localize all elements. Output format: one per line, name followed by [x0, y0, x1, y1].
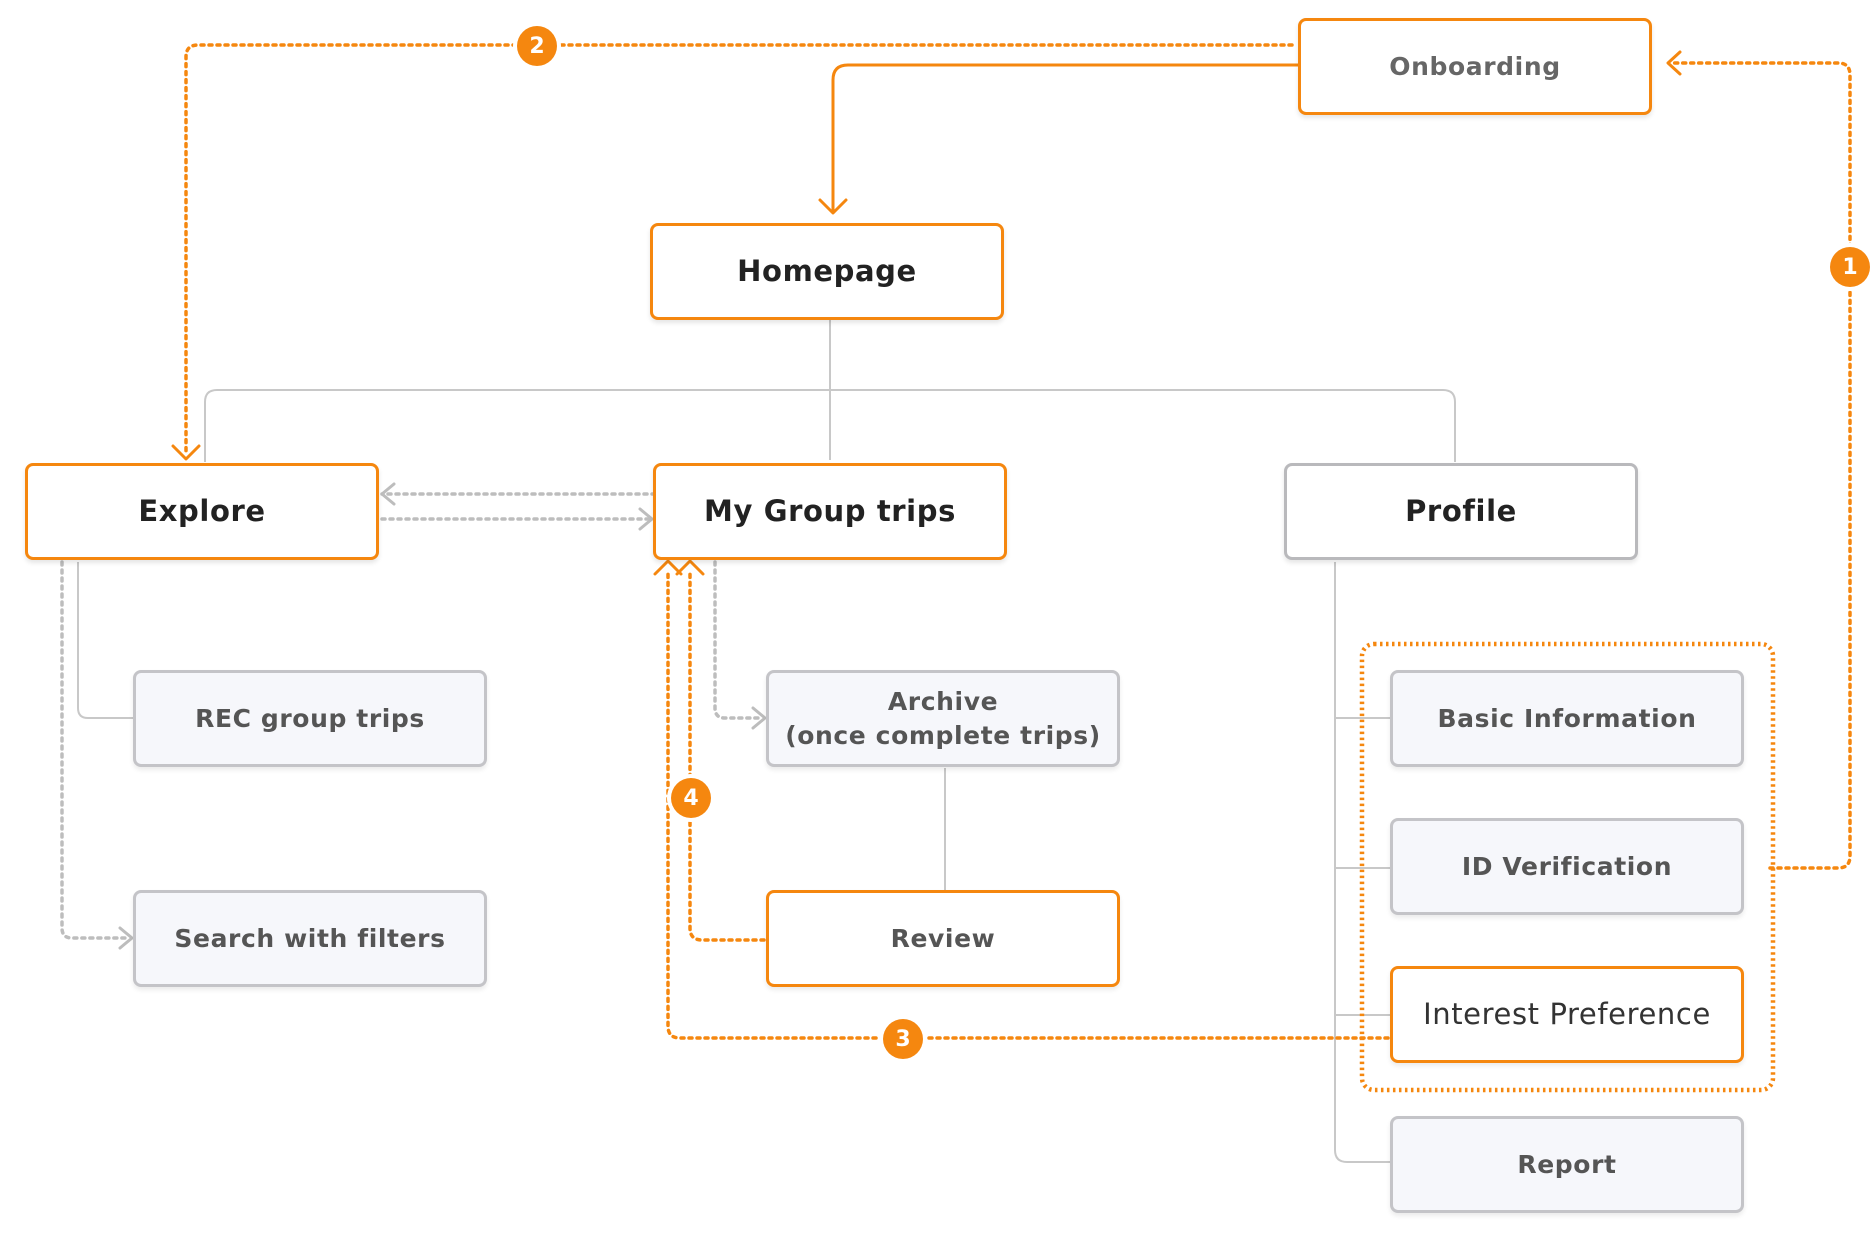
step-badge-1-label: 1: [1842, 254, 1858, 280]
onboarding-label: Onboarding: [1389, 51, 1561, 81]
basic-information-node[interactable]: Basic Information: [1390, 670, 1744, 767]
arrowhead-flow-4: [675, 559, 705, 576]
my-group-trips-node[interactable]: My Group trips: [653, 463, 1007, 560]
arrowhead-into-onboarding: [1666, 50, 1682, 76]
interest-preference-label: Interest Preference: [1423, 996, 1711, 1031]
search-with-filters-node[interactable]: Search with filters: [133, 890, 487, 987]
arrowhead-into-archive: [751, 706, 767, 730]
interest-preference-node[interactable]: Interest Preference: [1390, 966, 1744, 1063]
arrowhead-flow-3: [653, 559, 683, 576]
step-badge-3-label: 3: [895, 1026, 911, 1052]
archive-label: Archive (once complete trips): [785, 686, 1101, 750]
profile-label: Profile: [1405, 493, 1517, 528]
profile-node[interactable]: Profile: [1284, 463, 1638, 560]
archive-node[interactable]: Archive (once complete trips): [766, 670, 1120, 767]
id-verification-label: ID Verification: [1461, 851, 1673, 881]
link-explore-to-search: [60, 560, 130, 940]
step-badge-2-label: 2: [529, 33, 545, 59]
step-badge-3: 3: [883, 1019, 923, 1059]
rec-group-trips-node[interactable]: REC group trips: [133, 670, 487, 767]
id-verification-node[interactable]: ID Verification: [1390, 818, 1744, 915]
onboarding-node[interactable]: Onboarding: [1298, 18, 1652, 115]
report-label: Report: [1517, 1149, 1617, 1179]
arrowhead-into-search: [118, 926, 134, 950]
my-group-trips-label: My Group trips: [704, 493, 956, 528]
explore-label: Explore: [138, 493, 266, 528]
link-onboarding-to-homepage: [831, 63, 1300, 212]
arrowhead-into-homepage: [818, 198, 848, 215]
step-badge-1: 1: [1830, 247, 1870, 287]
review-node[interactable]: Review: [766, 890, 1120, 987]
arrowhead-into-mytrips: [638, 507, 654, 531]
report-node[interactable]: Report: [1390, 1116, 1744, 1213]
step-badge-4: 4: [671, 778, 711, 818]
homepage-node[interactable]: Homepage: [650, 223, 1004, 320]
search-with-filters-label: Search with filters: [174, 923, 446, 953]
step-badge-2: 2: [517, 26, 557, 66]
arrowhead-into-explore-orange: [171, 444, 201, 461]
review-label: Review: [890, 923, 996, 953]
link-mytrips-to-archive: [713, 560, 764, 720]
homepage-label: Homepage: [737, 253, 917, 288]
tree-line-explore-rec: [77, 562, 134, 719]
flow-4-review-to-mytrips: [688, 568, 766, 942]
explore-node[interactable]: Explore: [25, 463, 379, 560]
step-badge-4-label: 4: [683, 785, 699, 811]
rec-group-trips-label: REC group trips: [195, 703, 425, 733]
basic-information-label: Basic Information: [1437, 703, 1697, 733]
arrowhead-into-explore: [380, 482, 396, 506]
tree-line-horizontal-bus: [204, 389, 1456, 462]
orange-solid-link: [818, 63, 1300, 215]
tree-line-profile-branch: [1334, 562, 1390, 1163]
